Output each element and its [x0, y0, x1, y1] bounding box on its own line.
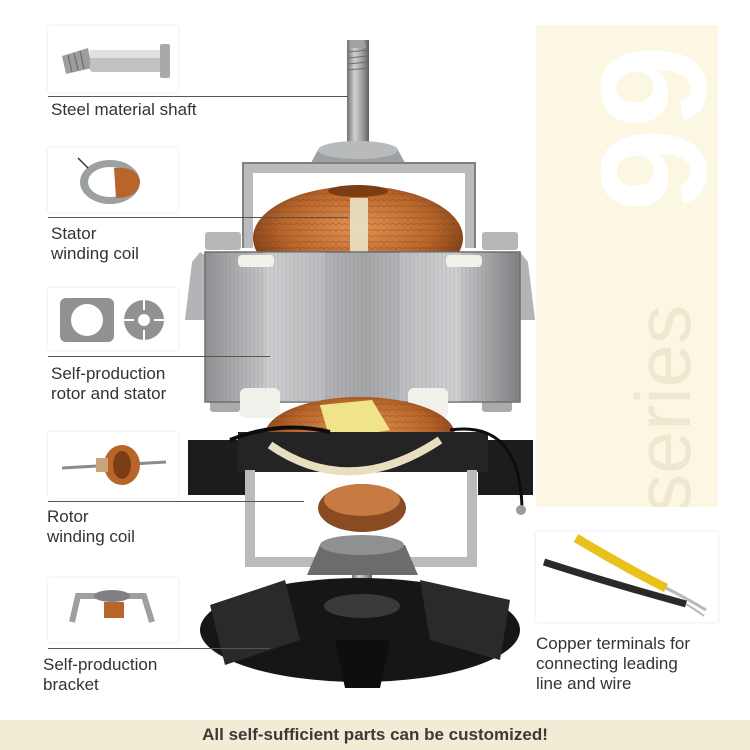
footer-banner — [0, 720, 750, 750]
motor-illustration — [185, 40, 535, 688]
series-word-text: series — [619, 305, 707, 507]
label-rotor-coil: Rotor winding coil — [47, 507, 135, 547]
label-rotor-stator: Self-production rotor and stator — [51, 364, 166, 404]
cooling-fan — [200, 578, 520, 688]
series-number: 66 — [570, 45, 718, 212]
series-badge: 66 series — [570, 45, 718, 507]
upper-bracket — [243, 163, 475, 248]
rotor-coil-icon — [61, 445, 167, 485]
label-line-1: Self-production — [43, 655, 158, 674]
label-line-1: Rotor — [47, 507, 89, 526]
label-line-2: rotor and stator — [51, 384, 167, 403]
thumb-shaft — [48, 26, 178, 92]
leader-line-shaft — [48, 96, 348, 97]
label-bracket: Self-production bracket — [43, 655, 157, 695]
label-line-1: Stator — [51, 224, 97, 243]
label-stator-coil: Stator winding coil — [51, 224, 139, 264]
label-line-2: bracket — [43, 675, 99, 694]
label-copper-terminals: Copper terminals for connecting leading … — [536, 634, 690, 694]
thumb-rotor-coil — [48, 432, 178, 498]
thumb-wire — [536, 532, 718, 622]
leader-line-stator — [48, 217, 348, 218]
thumb-bracket — [48, 578, 178, 642]
stator-lamination-stack — [204, 251, 521, 418]
label-steel-shaft: Steel material shaft — [51, 100, 197, 120]
shaft-icon — [62, 44, 170, 78]
stator-coil-icon — [77, 157, 140, 204]
label-line-1: Self-production — [51, 364, 166, 383]
label-line-2: winding coil — [47, 527, 135, 546]
label-line-1: Copper terminals for — [536, 634, 691, 653]
label-line-3: line and wire — [536, 674, 632, 693]
thumb-rotor-stator — [48, 288, 178, 350]
bracket-icon — [69, 590, 155, 623]
leader-line-bracket — [48, 648, 270, 649]
wire-icon — [542, 534, 707, 617]
label-line-2: winding coil — [51, 244, 139, 263]
leader-line-rotor-stator — [48, 356, 270, 357]
label-line-1: Steel material shaft — [51, 100, 197, 119]
leader-line-rotor-coil — [48, 501, 304, 502]
footer-text: All self-sufficient parts can be customi… — [202, 725, 548, 744]
motor-shaft — [347, 40, 369, 155]
label-line-2: connecting leading — [536, 654, 678, 673]
rotor-stator-icon — [60, 298, 164, 342]
terminal-block — [188, 425, 533, 515]
series-panel — [536, 25, 718, 507]
thumb-stator-coil — [48, 148, 178, 212]
